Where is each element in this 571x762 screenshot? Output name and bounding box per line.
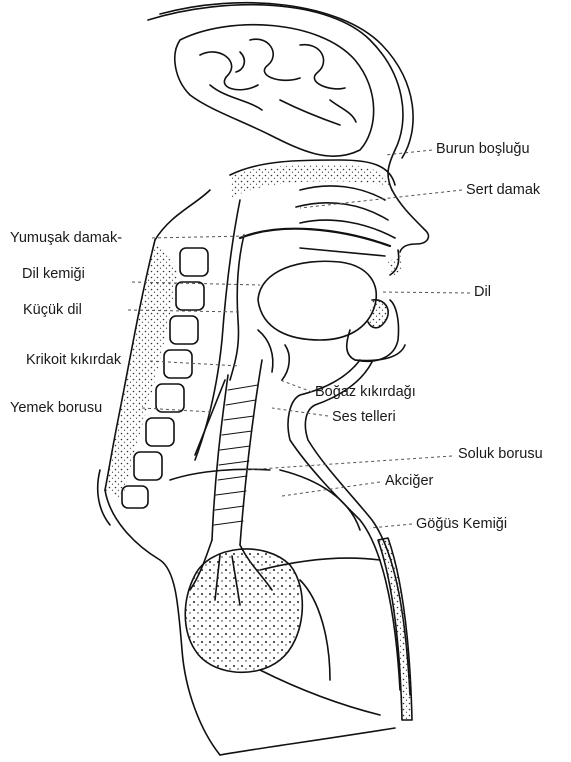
leader-sert <box>300 190 462 208</box>
label-hard-palate: Sert damak <box>466 183 540 198</box>
label-tongue: Dil <box>474 285 491 300</box>
tongue-outline <box>258 261 376 340</box>
leader-ses <box>272 408 328 416</box>
brain <box>175 25 374 156</box>
label-nasal-cavity: Burun boşluğu <box>436 142 530 157</box>
esophagus <box>195 380 225 455</box>
leader-burun <box>385 150 432 155</box>
leader-soluk <box>244 456 452 470</box>
label-vocal-cords: Ses telleri <box>332 410 396 425</box>
nose <box>392 190 428 252</box>
label-trachea: Soluk borusu <box>458 447 543 462</box>
leader-akciger <box>282 482 380 496</box>
leader-yumusak <box>152 236 245 238</box>
label-thyroid-cartilage: Boğaz kıkırdağı <box>315 385 416 400</box>
trachea-left <box>212 375 228 540</box>
label-hyoid-bone: Dil kemiği <box>22 267 85 282</box>
label-uvula: Küçük dil <box>23 303 82 318</box>
spine-front <box>195 200 240 460</box>
label-esophagus: Yemek borusu <box>10 401 102 416</box>
leader-dil <box>380 292 470 293</box>
label-cricoid-cartilage: Krikoit kıkırdak <box>26 353 121 368</box>
label-lung: Akciğer <box>385 474 433 489</box>
label-soft-palate: Yumuşak damak- <box>10 231 122 246</box>
hard-palate <box>240 229 390 246</box>
label-sternum: Göğüs Kemiği <box>416 517 507 532</box>
leader-bogaz <box>280 380 312 392</box>
